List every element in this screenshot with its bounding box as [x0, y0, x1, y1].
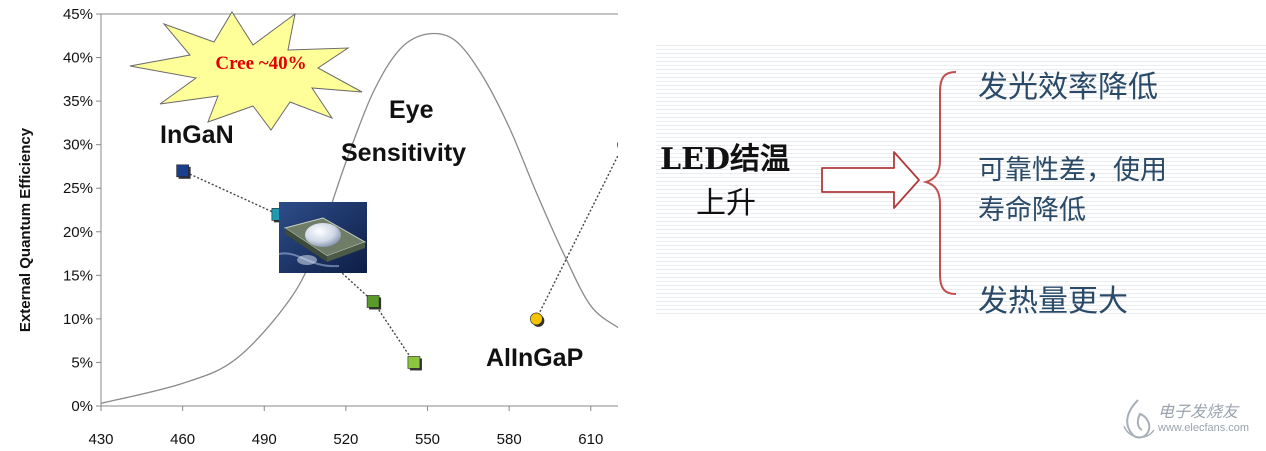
cree-burst-label: Cree ~40%	[215, 53, 306, 74]
ingan-point	[176, 164, 189, 178]
y-tick-label: 40%	[63, 50, 93, 67]
eye-label-line2: Sensitivity	[341, 139, 466, 167]
watermark: 电子发烧友 www.elecfans.com	[1118, 396, 1258, 446]
x-tick-label: 580	[497, 431, 522, 448]
effect-reliability-line-1: 可靠性差，使用	[978, 155, 1167, 186]
y-tick-label: 25%	[63, 180, 93, 197]
y-tick-label: 35%	[63, 93, 93, 110]
alingap-point-shadow	[619, 141, 631, 153]
arrow-right-icon	[821, 151, 920, 209]
effect-more-heat: 发热量更大	[978, 284, 1128, 319]
x-tick-label: 550	[415, 431, 440, 448]
effect-efficiency-drop: 发光效率降低	[978, 70, 1158, 105]
y-tick-label: 30%	[63, 137, 93, 154]
watermark-title: 电子发烧友	[1158, 402, 1239, 421]
x-tick-label: 610	[578, 431, 603, 448]
eye-sensitivity-curve	[100, 32, 619, 405]
alingap-point	[617, 141, 618, 148]
effect-reliability-line-2: 寿命降低	[978, 195, 1086, 226]
alingap-series-line	[535, 153, 618, 320]
alingap-label: AlInGaP	[486, 344, 583, 372]
diagram-shapes	[821, 71, 957, 295]
eye-label-line1: Eye	[389, 96, 434, 124]
y-tick-label: 10%	[63, 311, 93, 328]
watermark-url: www.elecfans.com	[1158, 422, 1250, 434]
x-tick-label: 430	[88, 431, 113, 448]
series-points-layer	[176, 141, 631, 371]
led-temperature-diagram: LED结温 上升 发光效率降低 可靠性差，使用 寿命降低 发热量更大	[656, 42, 1266, 319]
y-tick-label: 0%	[71, 398, 93, 415]
alingap-point	[530, 312, 543, 326]
ingan-label: InGaN	[160, 121, 234, 149]
x-tick-label: 460	[170, 431, 195, 448]
y-tick-label: 15%	[63, 267, 93, 284]
brace-icon	[922, 71, 957, 295]
y-axis-label: External Quantum Efficiency	[17, 127, 34, 332]
cause-line-2: 上升	[696, 186, 756, 221]
ingan-point	[407, 356, 421, 369]
cree-starburst: Cree ~40%	[129, 11, 363, 131]
eye-sensitivity-curve-layer	[100, 32, 619, 405]
watermark-logo-icon	[1123, 399, 1155, 439]
cause-line-1: LED结温	[660, 142, 790, 177]
led-photo	[278, 202, 367, 273]
starburst-shape	[129, 11, 363, 131]
x-tick-label: 520	[333, 431, 358, 448]
y-tick-label: 5%	[71, 354, 93, 371]
efficiency-chart: 0% 5% 10% 15% 20% 25% 30% 35% 40% 45% 430 460 490 520…	[17, 6, 631, 448]
y-tick-label: 45%	[63, 6, 93, 23]
y-tick-label: 20%	[63, 224, 93, 241]
ingan-point	[366, 295, 380, 308]
chart-axes: 0% 5% 10% 15% 20% 25% 30% 35% 40% 45% 430 460 490 520…	[63, 6, 618, 448]
x-tick-label: 490	[252, 431, 277, 448]
